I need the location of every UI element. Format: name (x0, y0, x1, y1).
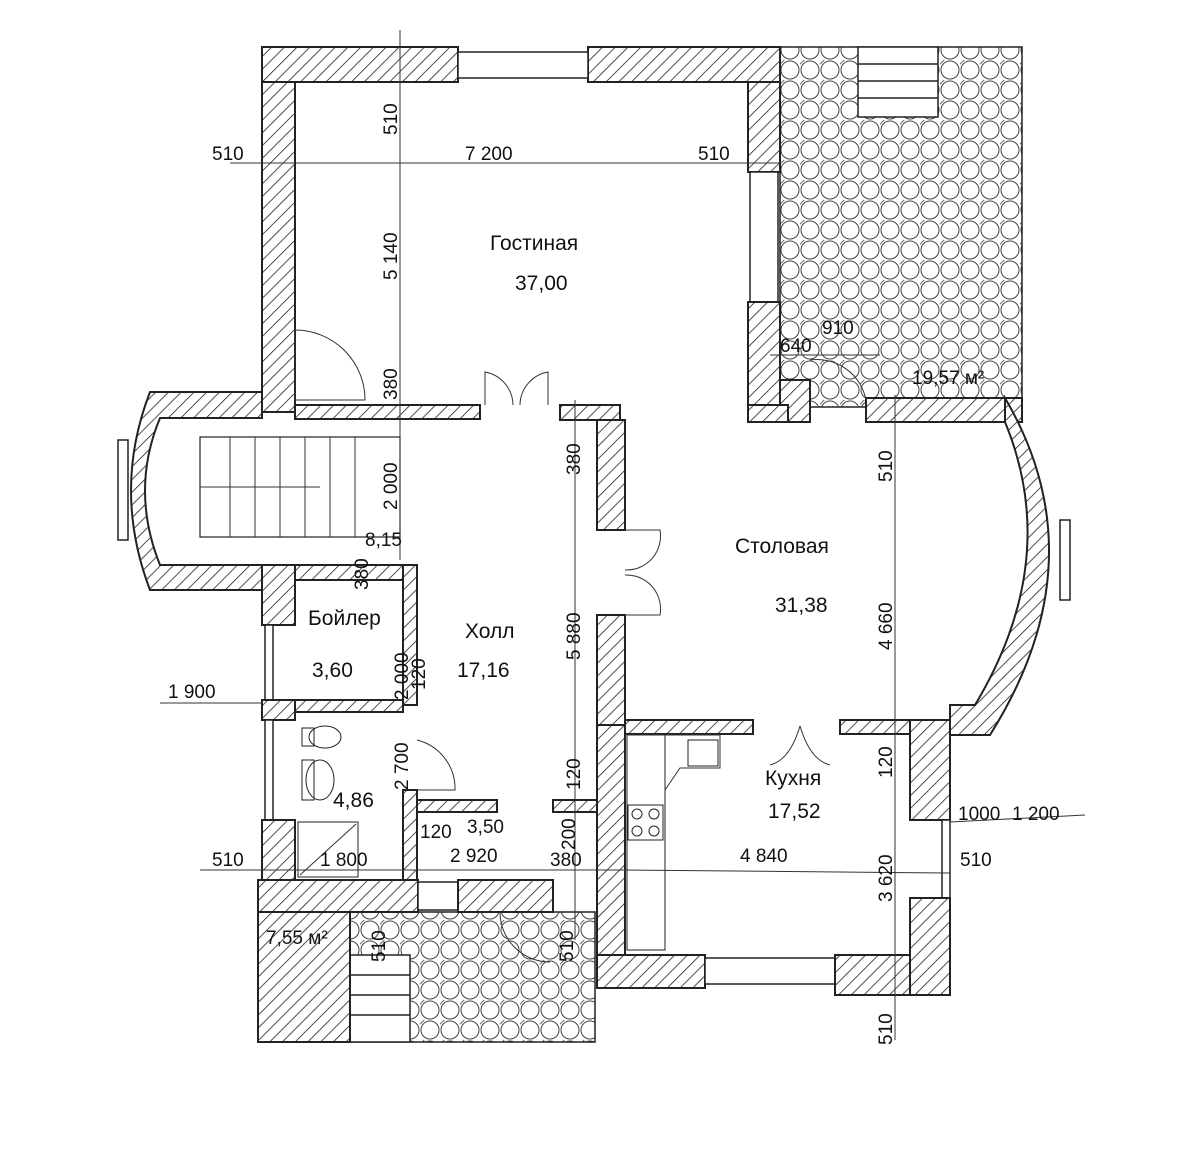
dim-label: 2 700 (392, 742, 413, 790)
terrace-bottom-steps (349, 954, 411, 1043)
dim-label: 5 880 (564, 612, 585, 660)
room-area-hall: 17,16 (457, 659, 510, 682)
dim-label: 510 (960, 850, 992, 871)
room-area-boiler: 3,60 (312, 659, 353, 682)
dim-label: 7 200 (465, 144, 513, 165)
room-area-closet: 3,50 (467, 817, 504, 838)
dimension-labels: 510 7 200 510 510 5 140 380 2 000 380 38… (168, 103, 1060, 1045)
dim-label: 1000 (958, 804, 1000, 825)
dim-label: 510 (876, 450, 897, 482)
dim-label: 1 900 (168, 682, 216, 703)
dim-label: 120 (409, 658, 430, 690)
dim-label: 380 (352, 558, 373, 590)
dim-label: 2 000 (392, 652, 413, 700)
dim-label: 4 840 (740, 846, 788, 867)
dim-label: 510 (369, 930, 390, 962)
dim-label: 510 (212, 850, 244, 871)
dim-label: 5 140 (381, 232, 402, 280)
dim-label: 510 (381, 103, 402, 135)
dimension-lines (160, 30, 1086, 1040)
dim-label: 510 (876, 1013, 897, 1045)
dim-label: 1 200 (1012, 804, 1060, 825)
dim-label: 640 (780, 336, 812, 357)
dim-label: 510 (698, 144, 730, 165)
room-area-bathroom: 4,86 (333, 789, 374, 812)
dim-label: 1 800 (320, 850, 368, 871)
dim-label: 910 (822, 318, 854, 339)
room-name-boiler: Бойлер (308, 607, 381, 630)
fixtures (297, 725, 721, 951)
room-name-dining: Столовая (735, 535, 829, 558)
stairs (199, 329, 401, 538)
dim-label: 2 920 (450, 846, 498, 867)
dim-label: 2 000 (381, 462, 402, 510)
dim-label: 200 (559, 818, 580, 850)
dim-label: 4 660 (876, 602, 897, 650)
room-name-living: Гостиная (490, 232, 578, 255)
room-area-living: 37,00 (515, 272, 568, 295)
dim-label: 380 (564, 443, 585, 475)
doors (416, 359, 867, 963)
dim-label: 380 (381, 368, 402, 400)
dim-label: 120 (420, 822, 452, 843)
room-area-stairs: 8,15 (365, 530, 402, 551)
dim-label: 120 (876, 746, 897, 778)
walls (117, 46, 1071, 1043)
dim-label: 3 620 (876, 854, 897, 902)
terrace-bottom-area: 7,55 м² (266, 928, 328, 949)
terrace-top-steps (857, 46, 939, 118)
dim-label: 120 (564, 758, 585, 790)
room-area-kitchen: 17,52 (768, 800, 821, 823)
terrace-top-area: 19,57 м² (912, 368, 984, 389)
dim-label: 380 (550, 850, 582, 871)
room-area-dining: 31,38 (775, 594, 828, 617)
dim-label: 510 (212, 144, 244, 165)
dim-label: 510 (557, 930, 578, 962)
room-name-kitchen: Кухня (765, 767, 821, 790)
room-name-hall: Холл (465, 620, 515, 643)
